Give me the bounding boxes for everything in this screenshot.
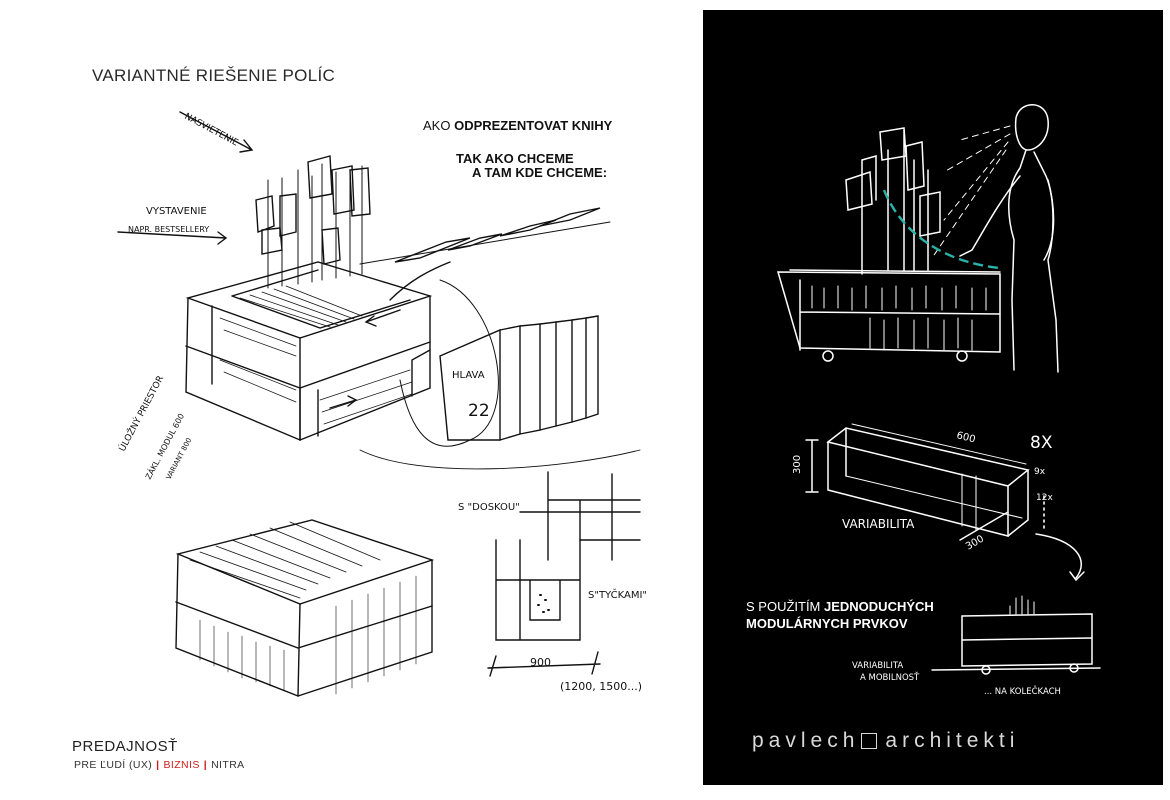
- callout-bold: ODPREZENTOVAT KNIHY: [454, 118, 613, 133]
- dark-callout-prefix: S POUŽITÍM: [746, 599, 824, 614]
- crumb-separator: |: [203, 759, 208, 771]
- footer-breadcrumb: PRE ĽUDÍ (UX)|BIZNIS|NITRA: [74, 759, 245, 771]
- sketch-page: [0, 0, 700, 800]
- callout-present-books: AKO ODPREZENTOVAT KNIHY: [423, 117, 612, 134]
- label-variability: VARIABILITA: [842, 517, 915, 531]
- callout-where-we-want: A TAM KDE CHCEME:: [472, 165, 608, 180]
- label-on-wheels: ... NA KOLEČKACH: [984, 685, 1061, 697]
- label-width: 900: [530, 656, 551, 669]
- label-dim-300a: 300: [792, 455, 803, 474]
- label-module: ZÁKL. MODUL 600: [142, 411, 186, 481]
- dark-callout-modular: S POUŽITÍM JEDNODUCHÝCH MODULÁRNYCH PRVK…: [746, 598, 934, 632]
- brand-logo: pavlech architekti: [752, 729, 1019, 753]
- label-book-number: 22: [468, 401, 490, 421]
- label-variability-mobility-2: A MOBILNOSŤ: [860, 672, 920, 683]
- label-book-head: HLAVA: [452, 370, 485, 381]
- callout-how-we-want: TAK AKO CHCEME: [456, 151, 574, 166]
- label-with-board: S "DOSKOU": [458, 502, 520, 513]
- label-display-sub: NAPR. BESTSELLERY: [128, 225, 209, 234]
- label-display: VYSTAVENIE: [146, 206, 207, 217]
- label-with-rods: S"TYČKAMI": [588, 588, 647, 601]
- label-widths-alt: (1200, 1500...): [560, 680, 642, 693]
- label-variability-mobility-1: VARIABILITA: [852, 661, 903, 671]
- label-count-b: 12x: [1036, 493, 1053, 503]
- brand-name-part2: architekti: [885, 729, 1020, 752]
- label-count-a: 9x: [1034, 467, 1046, 477]
- crumb-separator: |: [156, 759, 160, 771]
- dark-sketch-panel: [703, 10, 1163, 785]
- page-title: VARIANTNÉ RIEŠENIE POLÍC: [92, 66, 336, 85]
- callout-prefix: AKO: [423, 118, 455, 133]
- label-storage: ÚLOŽNÝ PRIESTOR: [116, 373, 166, 453]
- label-multiplier: 8X: [1030, 433, 1053, 453]
- label-dim-600: 600: [955, 430, 976, 445]
- label-lighting: NASVIETENIE: [183, 112, 240, 149]
- crumb-business: BIZNIS: [163, 759, 200, 771]
- crumb-ux: PRE ĽUDÍ (UX): [74, 759, 153, 771]
- dark-callout-line2: MODULÁRNYCH PRVKOV: [746, 616, 908, 631]
- crumb-city: NITRA: [211, 759, 245, 771]
- dark-callout-bold: JEDNODUCHÝCH: [824, 599, 934, 614]
- square-icon: [861, 733, 878, 749]
- brand-name-part1: pavlech: [752, 729, 860, 752]
- footer-title: PREDAJNOSŤ: [72, 738, 178, 755]
